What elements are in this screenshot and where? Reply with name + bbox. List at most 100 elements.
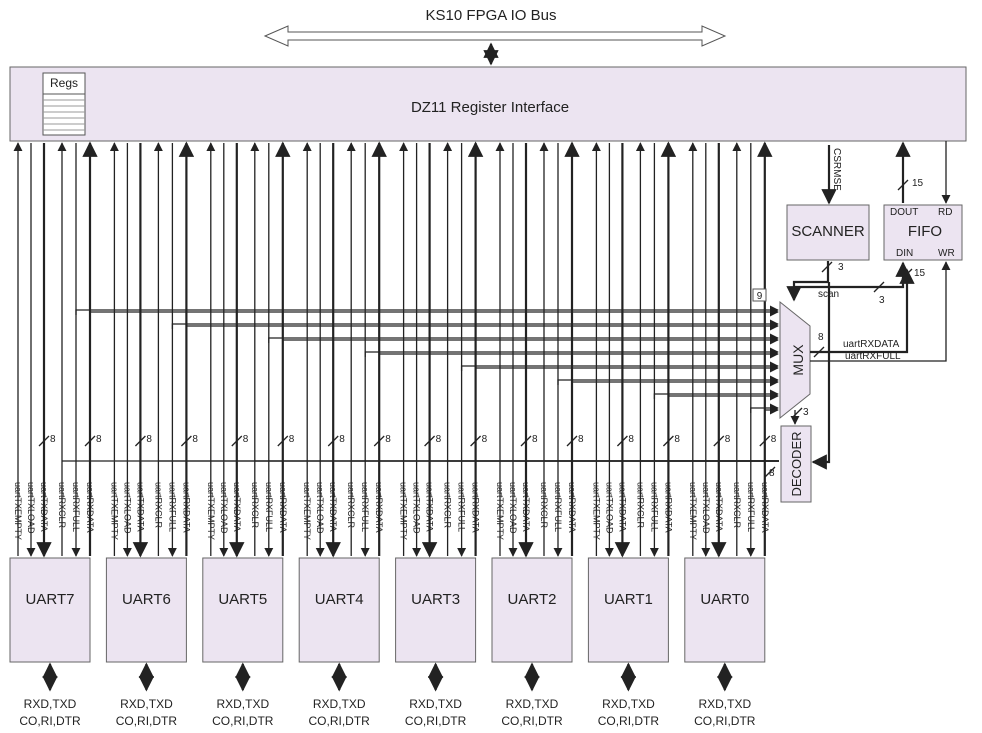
bus-width-label: 8 — [192, 434, 198, 445]
decoder-block — [780, 425, 812, 503]
uart-signal-label: uartTXLOAD — [508, 482, 518, 534]
uart-io-label-1: RXD,TXD — [313, 697, 366, 711]
fifo-block — [883, 204, 963, 261]
uart-io-label-2: CO,RI,DTR — [116, 714, 178, 728]
mux-input-rxfull — [750, 403, 779, 413]
uart-io-label-2: CO,RI,DTR — [501, 714, 563, 728]
uart-block — [105, 557, 187, 663]
uart-io-label-2: CO,RI,DTR — [309, 714, 371, 728]
uart-signal-label: uartRXDATA — [85, 482, 95, 533]
mux-input-rxfull — [268, 333, 779, 343]
scan-width-label: 3 — [838, 262, 844, 273]
uart-signal-label: uartTXEMPTY — [591, 482, 601, 540]
fifo-dout-width: 15 — [912, 178, 924, 189]
bus-width-tick — [616, 435, 628, 447]
regs-icon: Regs — [42, 72, 86, 136]
bus-width-label: 8 — [482, 434, 488, 445]
uart-io-label-1: RXD,TXD — [409, 697, 462, 711]
fifo-rd-label: RD — [938, 207, 952, 218]
bus-width-label: 8 — [628, 434, 634, 445]
uart-signal-label: uartTXLOAD — [412, 482, 422, 534]
bus-width-label: 8 — [725, 434, 731, 445]
uart-signal-label: uartRXDATA — [663, 482, 673, 533]
bus-width-label: 8 — [532, 434, 538, 445]
bus-arrow — [263, 25, 727, 47]
mux-label: MUX — [790, 344, 806, 376]
uart-signal-label: uartTXEMPTY — [688, 482, 698, 540]
uart-signal-label: uartTXEMPTY — [109, 482, 119, 540]
mux-input-rxdata — [474, 363, 779, 373]
bus-width-label: 8 — [243, 434, 249, 445]
uart-io-label-2: CO,RI,DTR — [405, 714, 467, 728]
bus-label: KS10 FPGA IO Bus — [426, 7, 557, 24]
bus-width-tick — [713, 435, 725, 447]
uart-io-label-2: CO,RI,DTR — [19, 714, 81, 728]
uart-signal-label: uartTXEMPTY — [13, 482, 23, 540]
uart-block — [587, 557, 669, 663]
register-interface-box — [9, 66, 967, 142]
bus-width-tick — [566, 435, 578, 447]
mux-out-width: 8 — [818, 332, 824, 343]
mux-input-rxdata — [185, 321, 779, 331]
uart-signal-label: uartRXDATA — [567, 482, 577, 533]
uart-io-label-2: CO,RI,DTR — [694, 714, 756, 728]
uart-block — [298, 557, 380, 663]
uart-signal-label: uartTXDATA — [135, 482, 145, 532]
bus-width-tick — [84, 435, 96, 447]
decoder-in-width: 3 — [803, 407, 809, 418]
uart-io-label-2: CO,RI,DTR — [212, 714, 274, 728]
uart-io-label-1: RXD,TXD — [506, 697, 559, 711]
uart-signal-label: uartRXCLR — [346, 482, 356, 529]
bus-width-tick — [38, 435, 50, 447]
bus-width-tick — [424, 435, 436, 447]
bus-width-label: 8 — [385, 434, 391, 445]
uart-block — [202, 557, 284, 663]
uart-signal-label: uartRXCLR — [57, 482, 67, 529]
uart-signal-label: uartRXDATA — [181, 482, 191, 533]
decoder-out-width: 8 — [769, 468, 775, 479]
mux-input-rxdata — [764, 405, 779, 415]
uart-signal-label: uartTXLOAD — [315, 482, 325, 534]
mux-input-rxdata — [282, 335, 779, 345]
uart-label: UART1 — [604, 591, 653, 608]
uart-signal-label: uartRXFULL — [71, 482, 81, 532]
regs-label: Regs — [50, 76, 78, 90]
uart-signal-label: uartTXLOAD — [701, 482, 711, 534]
scanner-block — [786, 204, 870, 261]
bus-width-label: 8 — [50, 434, 56, 445]
uart-label: UART2 — [508, 591, 557, 608]
uart-signal-label: uartTXDATA — [39, 482, 49, 532]
csrmse-label: CSRMSE — [831, 148, 842, 191]
bus-width-tick — [470, 435, 482, 447]
uart-signal-label: uartRXCLR — [635, 482, 645, 529]
mux-input-rxfull — [460, 361, 779, 371]
fifo-dout-label: DOUT — [890, 207, 918, 218]
uart-io-label-1: RXD,TXD — [602, 697, 655, 711]
uart-signal-label: uartTXLOAD — [26, 482, 36, 534]
fifo-din-width: 15 — [914, 268, 926, 279]
bus-width-tick — [327, 435, 339, 447]
mux-input-rxdata — [378, 349, 779, 359]
decoder-label: DECODER — [789, 431, 804, 496]
uart-signal-label: uartTXDATA — [521, 482, 531, 532]
mux-select-box — [752, 288, 767, 302]
uart-signal-label: uartTXLOAD — [122, 482, 132, 534]
bus-width-tick — [277, 435, 289, 447]
bus-width-label: 8 — [146, 434, 152, 445]
uart-signal-label: uartRXFULL — [167, 482, 177, 532]
uart-label: UART5 — [218, 591, 267, 608]
fifo-label: FIFO — [908, 223, 942, 240]
mux-input-rxfull — [557, 375, 779, 385]
uart-signal-label: uartTXLOAD — [219, 482, 229, 534]
uart-signal-label: uartRXFULL — [360, 482, 370, 532]
uart-signal-label: uartRXFULL — [649, 482, 659, 532]
uart-signal-label: uartTXEMPTY — [399, 482, 409, 540]
uart-signal-label: uartTXEMPTY — [495, 482, 505, 540]
uart-signal-label: uartRXFULL — [457, 482, 467, 532]
uart-signal-label: uartRXCLR — [539, 482, 549, 529]
uart-io-label-1: RXD,TXD — [698, 697, 751, 711]
mux-input-rxfull — [171, 319, 779, 329]
fifo-wr-label: WR — [938, 248, 955, 259]
